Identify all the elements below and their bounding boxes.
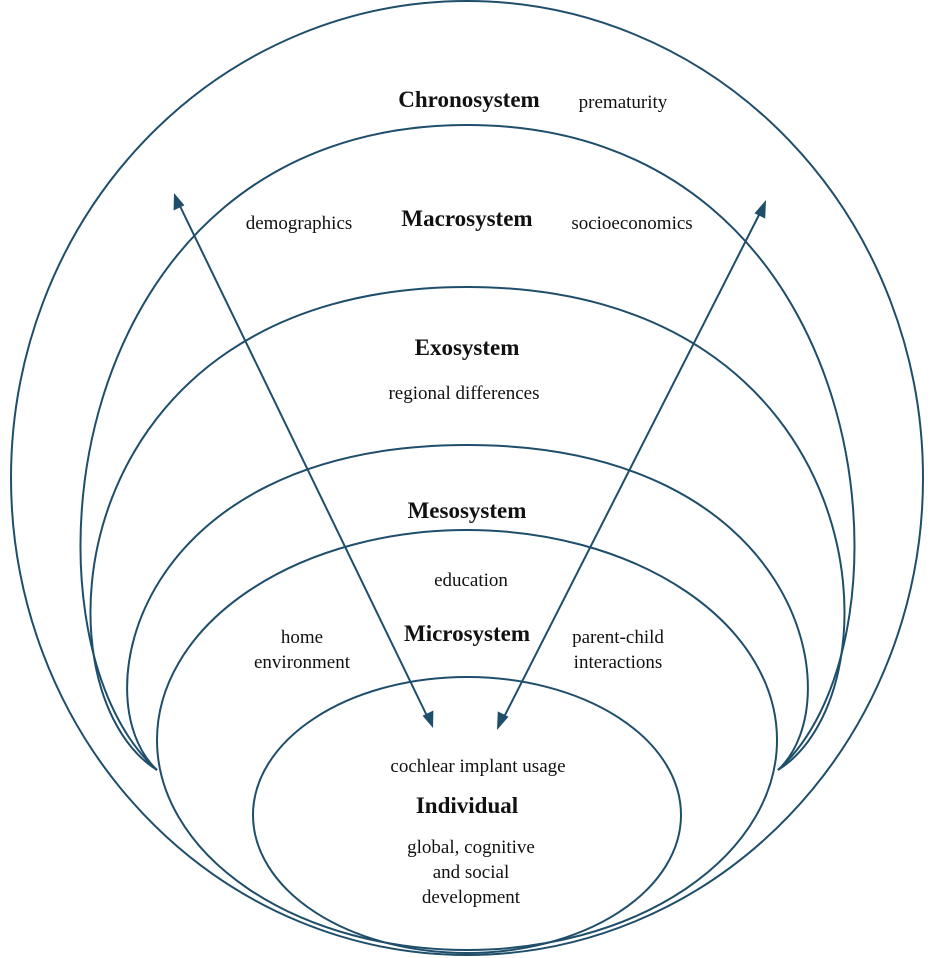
right-bidirectional-arrow-line xyxy=(501,208,763,722)
mesosystem-label: Mesosystem xyxy=(408,498,527,523)
regional-differences-label: regional differences xyxy=(388,383,539,404)
development-label-line1: global, cognitive xyxy=(407,837,535,858)
development-label-line3: development xyxy=(422,887,521,908)
right-arrow-head-top xyxy=(754,200,766,219)
prematurity-label: prematurity xyxy=(579,92,668,113)
parent-child-interactions-label-line1: parent-child xyxy=(572,627,664,648)
demographics-label: demographics xyxy=(246,213,353,234)
home-environment-label-line1: home xyxy=(281,627,323,648)
left-bidirectional-arrow-line xyxy=(177,201,429,719)
microsystem-label: Microsystem xyxy=(404,621,530,646)
education-label: education xyxy=(434,570,508,591)
exosystem-label: Exosystem xyxy=(415,335,520,360)
cochlear-implant-usage-label: cochlear implant usage xyxy=(390,756,565,777)
right-arrow-head-bottom xyxy=(497,711,509,730)
home-environment-label-line2: environment xyxy=(254,652,351,673)
macrosystem-ring xyxy=(79,123,856,771)
left-arrow-head-top xyxy=(173,193,185,211)
chronosystem-ring xyxy=(10,0,924,956)
individual-ring xyxy=(252,676,682,954)
mesosystem-ring xyxy=(126,443,809,771)
exosystem-ring xyxy=(89,285,846,771)
microsystem-ring xyxy=(156,529,778,951)
macrosystem-label: Macrosystem xyxy=(401,206,532,231)
development-label-line2: and social xyxy=(433,862,510,883)
parent-child-interactions-label-line2: interactions xyxy=(574,652,663,673)
individual-label: Individual xyxy=(416,793,518,818)
chronosystem-label: Chronosystem xyxy=(398,87,539,112)
left-arrow-head-bottom xyxy=(422,710,434,728)
socioeconomics-label: socioeconomics xyxy=(571,213,692,234)
